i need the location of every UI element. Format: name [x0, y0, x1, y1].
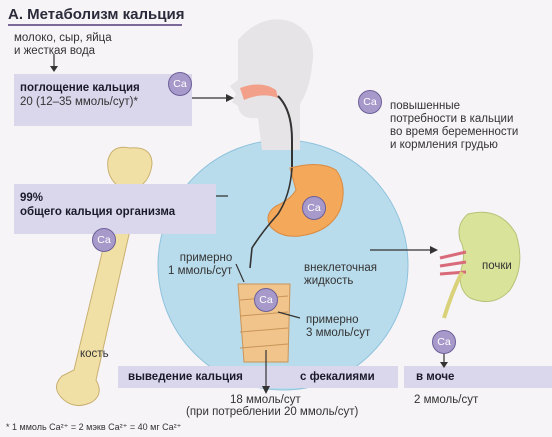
feces-label: с фекалиями [300, 371, 375, 383]
approx3-label: примерно 3 ммоль/сут [306, 314, 371, 339]
stomach-inner-path [249, 167, 293, 269]
arrow-approx3 [277, 311, 301, 319]
feces-note: (при потреблении 20 ммоль/сут) [186, 406, 359, 418]
head-silhouette [230, 19, 314, 150]
ca-badge-kidney: Ca [432, 330, 456, 354]
footnote: * 1 ммоль Ca²⁺ = 2 мэкв Ca²⁺ = 40 мг Ca²… [6, 422, 182, 432]
title-underline [8, 24, 182, 26]
ureter [442, 271, 464, 319]
urine-label: в моче [416, 371, 455, 383]
ca-badge-intestine: Ca [254, 288, 278, 312]
urine-box [404, 366, 552, 388]
food-sources-label: молоко, сыр, яйца и жесткая вода [14, 32, 112, 57]
excretion-box [118, 366, 398, 388]
kidneys-label: почки [482, 260, 512, 272]
excretion-label: выведение кальция [128, 371, 243, 383]
ca-badge-pregnancy: Ca [358, 90, 382, 114]
feces-value: 18 ммоль/сут [230, 394, 301, 406]
ca-badge-absorption: Ca [168, 72, 192, 96]
bone-label: кость [80, 348, 109, 360]
ca-badge-bone: Ca [92, 228, 116, 252]
ecf-label: внеклеточная жидкость [304, 262, 377, 287]
absorption-box [14, 74, 192, 126]
arrow-approx1 [235, 263, 245, 283]
body-calcium-box [14, 184, 216, 234]
kidney-shape [458, 211, 521, 303]
absorption-value: 20 (12–35 ммоль/сут)* [20, 96, 138, 108]
body-calcium-text: общего кальция организма [20, 206, 176, 218]
urine-value: 2 ммоль/сут [414, 394, 479, 406]
page-title: А. Метаболизм кальция [8, 6, 185, 23]
body-calcium-percent: 99% [20, 192, 44, 204]
mouth-shape [240, 84, 278, 100]
ca-badge-stomach: Ca [302, 196, 326, 220]
absorption-title: поглощение кальция [20, 82, 140, 94]
pregnancy-label: повышенные потребности в кальции во врем… [390, 100, 519, 151]
approx1-label: примерно 1 ммоль/сут [168, 252, 233, 277]
esophagus [277, 95, 293, 168]
